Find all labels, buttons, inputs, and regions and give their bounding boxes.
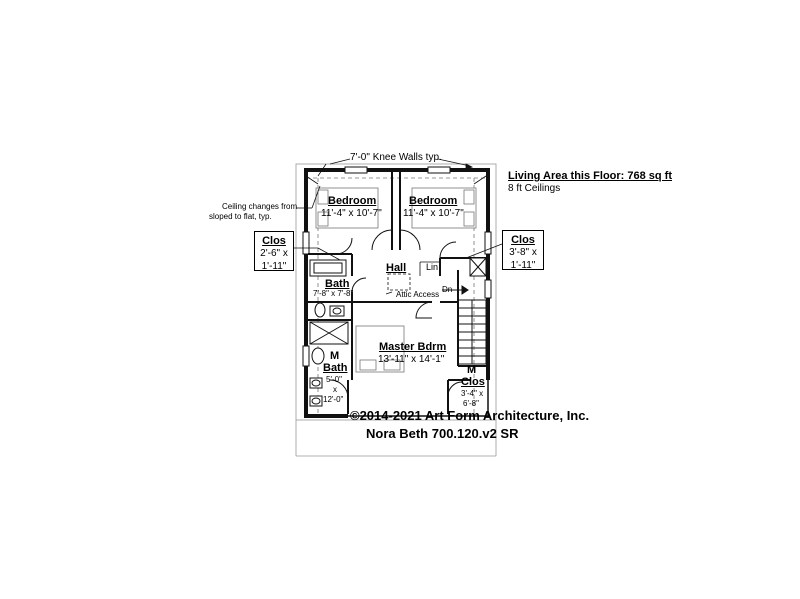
m-bath-title-line1: M bbox=[330, 350, 340, 362]
m-bath-title-line2: Bath bbox=[323, 362, 348, 374]
bath-fixtures bbox=[309, 257, 487, 407]
m-bath-dims3: 12'-0" bbox=[323, 395, 344, 404]
down-arrow-icon bbox=[442, 285, 469, 295]
closet-left-dim2: 1'-11" bbox=[261, 261, 287, 272]
m-clos-title-line1: M bbox=[467, 364, 477, 376]
living-area-label: Living Area this Floor: 768 sq ft bbox=[508, 170, 673, 182]
beds bbox=[315, 187, 477, 373]
knee-walls-label: 7'-0" Knee Walls typ. bbox=[350, 152, 442, 163]
plan-name: Nora Beth 700.120.v2 SR bbox=[366, 426, 519, 441]
interior-walls bbox=[308, 172, 486, 414]
linen-label: Lin bbox=[426, 262, 439, 272]
m-clos-dims1: 3'-4" x bbox=[461, 389, 484, 398]
master-bdrm-title: Master Bdrm bbox=[379, 341, 447, 353]
exterior-walls bbox=[304, 168, 490, 418]
bedroom-right-dims: 11'-4" x 10'-7" bbox=[403, 208, 464, 219]
m-bath-dims2: x bbox=[333, 385, 337, 394]
m-bath-dims1: 5'-0" bbox=[326, 375, 342, 384]
ceilings-label: 8 ft Ceilings bbox=[508, 183, 561, 194]
closet-left-dim1: 2'-6" x bbox=[260, 248, 288, 259]
attic-access-label: Attic Access bbox=[396, 290, 440, 299]
closet-right-box: Clos 3'-8" x 1'-11" bbox=[502, 230, 544, 271]
closet-right-title: Clos bbox=[511, 234, 535, 246]
stairs bbox=[457, 299, 487, 365]
leader-lines bbox=[290, 158, 503, 295]
master-bdrm-dims: 13'-11" x 14'-1" bbox=[378, 354, 445, 365]
ceiling-note-line2: sloped to flat, typ. bbox=[209, 212, 272, 221]
attic-access-hatch bbox=[387, 273, 411, 291]
m-clos-title-line2: Clos bbox=[461, 376, 485, 388]
lower-wall-lines bbox=[348, 380, 490, 417]
closet-right-dim1: 3'-8" x bbox=[509, 247, 537, 258]
closet-left-title: Clos bbox=[262, 235, 286, 247]
down-label: Dn bbox=[442, 285, 453, 294]
bath-dims: 7'-8" x 7'-8" bbox=[313, 289, 354, 298]
closet-left-box: Clos 2'-6" x 1'-11" bbox=[254, 231, 294, 272]
closet-right-dim2: 1'-11" bbox=[510, 260, 536, 271]
bedroom-right-title: Bedroom bbox=[409, 195, 458, 207]
bedroom-left-title: Bedroom bbox=[328, 195, 377, 207]
hall-title: Hall bbox=[386, 262, 407, 274]
m-clos-dims2: 6'-8" bbox=[463, 399, 479, 408]
bedroom-left-dims: 11'-4" x 10'-7" bbox=[321, 208, 382, 219]
linen-shelves bbox=[419, 261, 440, 276]
bath-title: Bath bbox=[325, 278, 350, 290]
copyright-notice: ©2014-2021 Art Form Architecture, Inc. bbox=[350, 408, 590, 423]
doors bbox=[329, 229, 463, 399]
sheet-outlines bbox=[295, 163, 497, 457]
ceiling-note-line1: Ceiling changes from bbox=[222, 202, 298, 211]
windows bbox=[302, 166, 492, 367]
